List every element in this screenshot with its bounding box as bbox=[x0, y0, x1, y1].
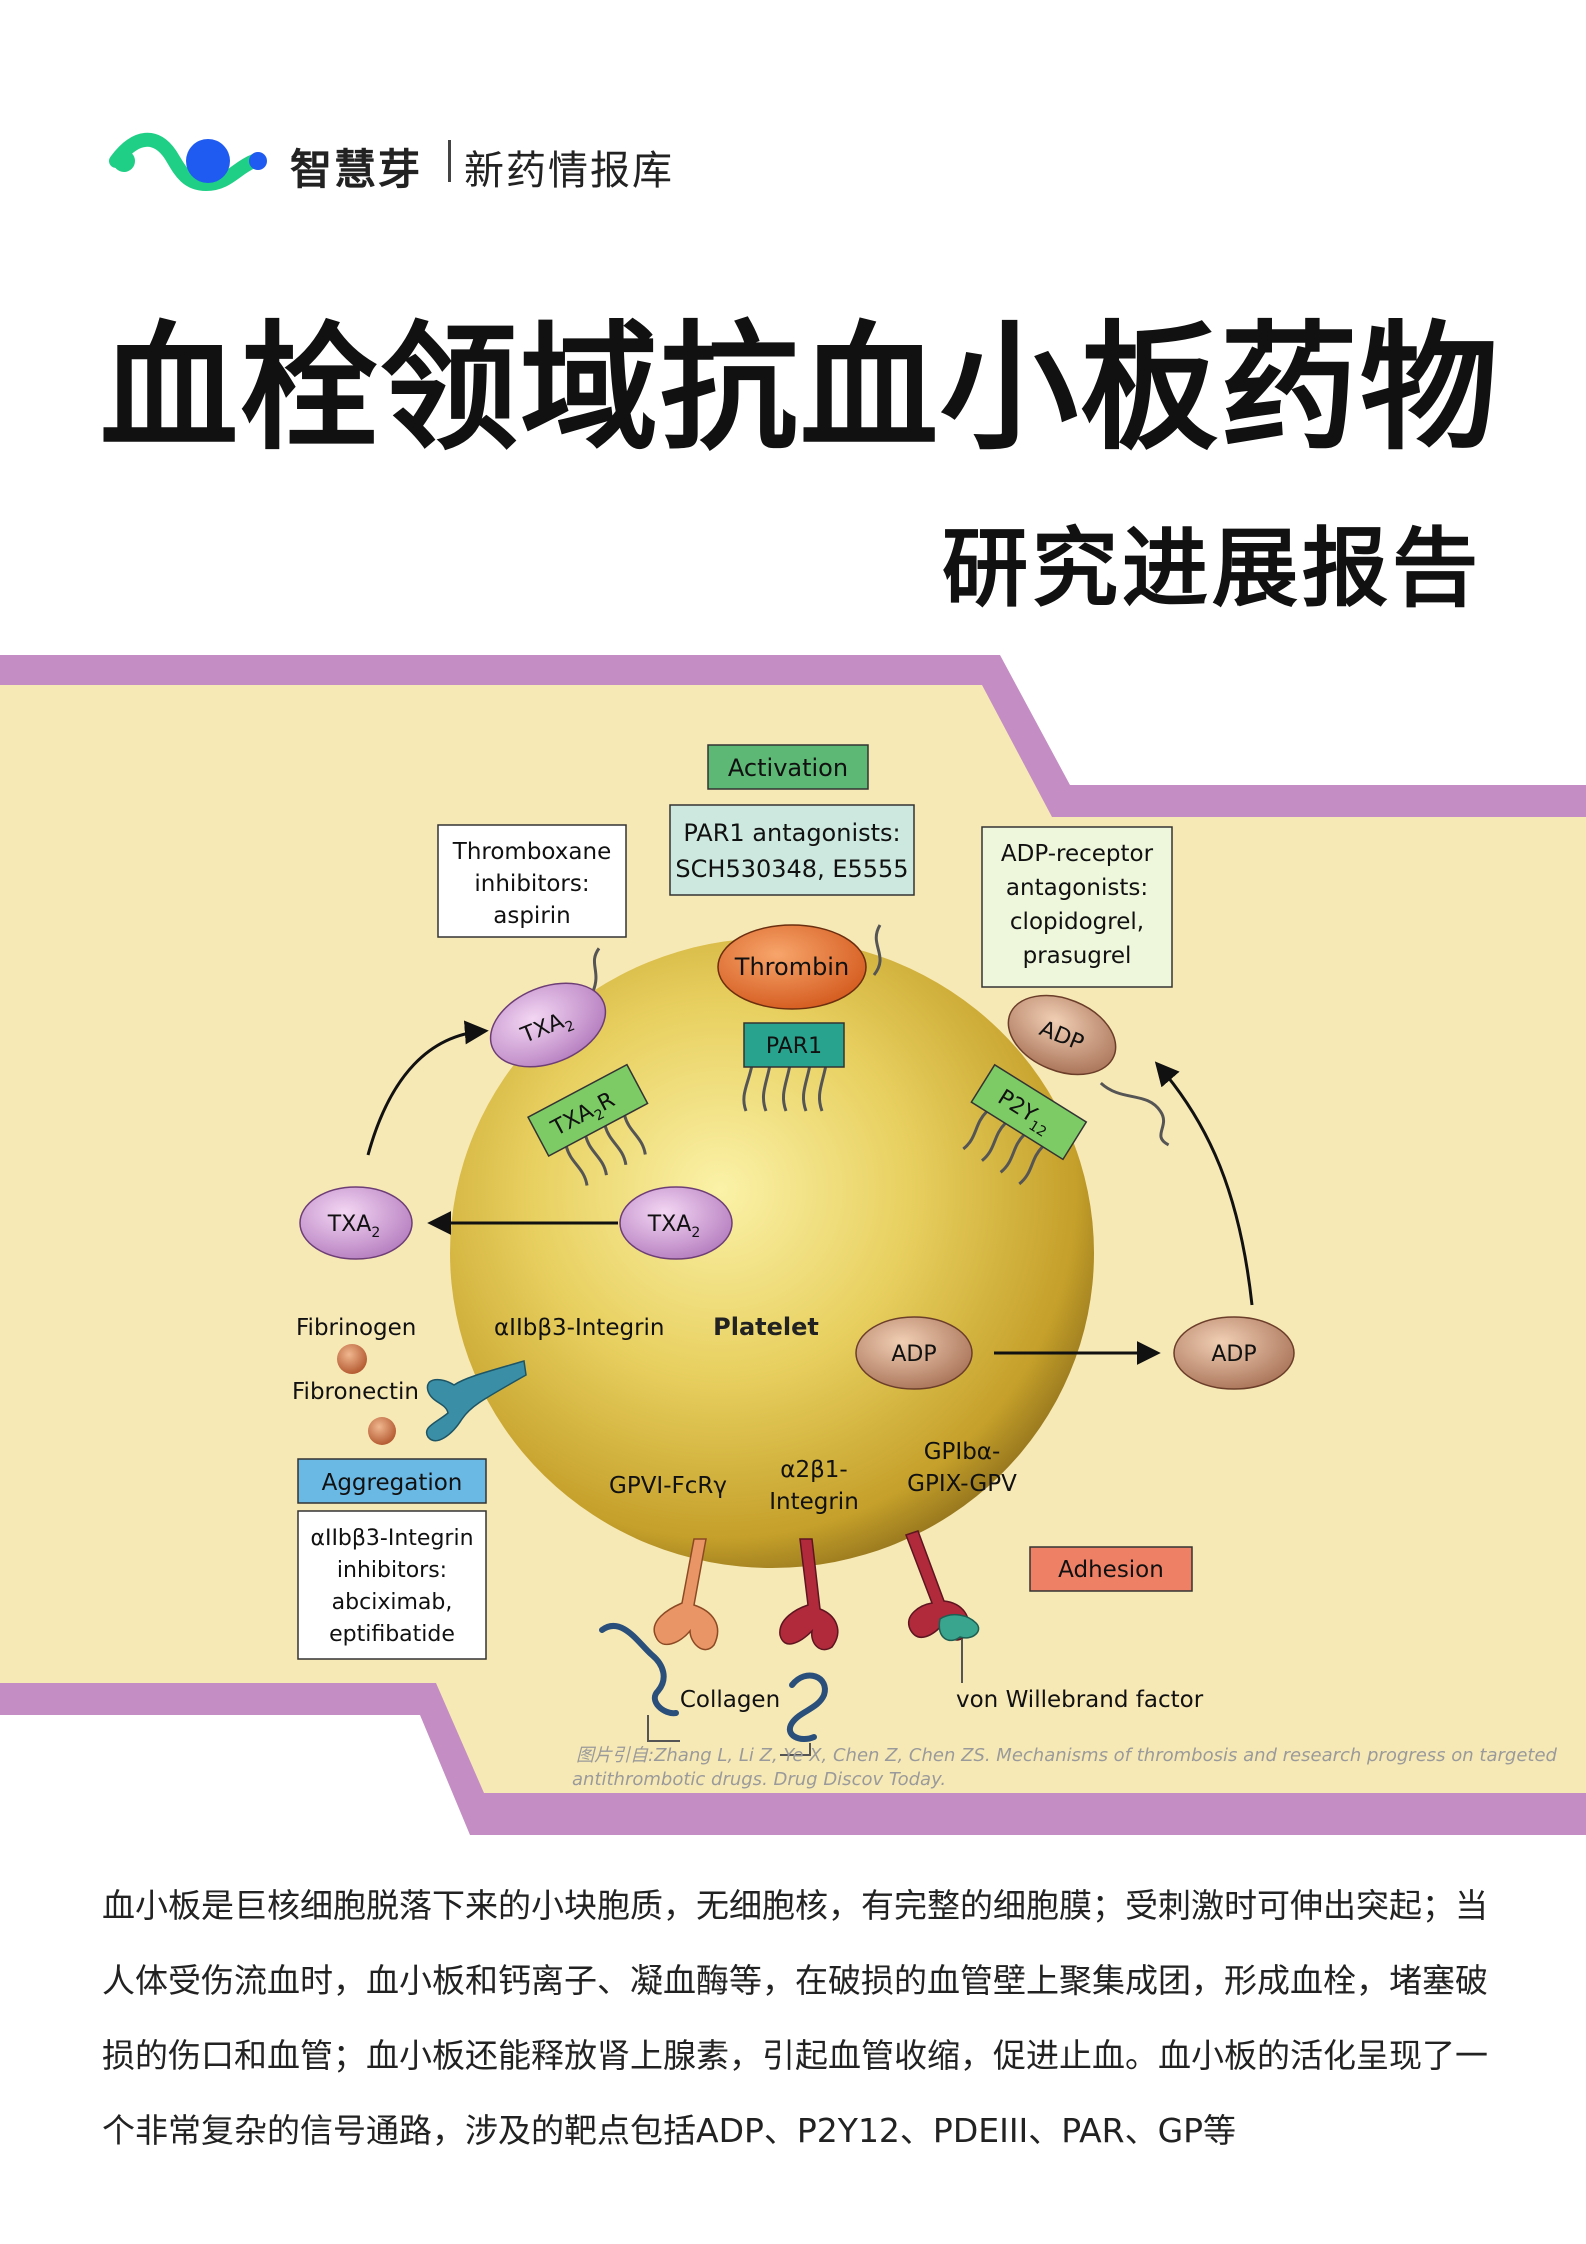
fibrinogen-label: Fibrinogen bbox=[296, 1315, 416, 1341]
txa2-inside-label: TXA2 bbox=[647, 1212, 700, 1241]
txa2-feedback-arrow bbox=[366, 1020, 489, 1156]
body-paragraph: 血小板是巨核细胞脱落下来的小块胞质，无细胞核，有完整的细胞膜；受刺激时可伸出突起… bbox=[102, 1886, 1488, 2150]
alpha-iib-integrin-receptor bbox=[425, 1360, 527, 1442]
adp-receptor-line3: clopidogrel, bbox=[1010, 909, 1144, 935]
par1-antagonists-line1: PAR1 antagonists: bbox=[683, 819, 900, 847]
txa2r-receptor-group: TXA2R bbox=[527, 1063, 649, 1186]
a2b1-integrin-receptor bbox=[779, 1538, 839, 1651]
activation-label: Activation bbox=[728, 754, 848, 782]
a2b1-integrin-line2: Integrin bbox=[769, 1489, 859, 1515]
gpib-line2: GPIX-GPV bbox=[907, 1471, 1017, 1497]
thromboxane-inhibitors-box bbox=[437, 824, 627, 938]
fibronectin-ball bbox=[368, 1417, 396, 1445]
report-title: 血栓领域抗血小板药物 bbox=[100, 308, 1501, 469]
figure-caption-line2: antithrombotic drugs. Drug Discov Today. bbox=[572, 1769, 946, 1790]
p2y12-receptor-group: P2Y12 bbox=[962, 1063, 1088, 1186]
thromboxane-line1: Thromboxane bbox=[452, 839, 611, 865]
aggregation-line1: αIIbβ3-Integrin bbox=[310, 1526, 473, 1551]
par1-antagonists-line2: SCH530348, E5555 bbox=[675, 855, 908, 883]
figure-caption-line1: 图片引自:Zhang L, Li Z, Ye X, Chen Z, Chen Z… bbox=[576, 1745, 1558, 1766]
par1-receptor-label: PAR1 bbox=[766, 1034, 822, 1059]
aggregation-label-box bbox=[297, 1458, 487, 1504]
brand-logo bbox=[108, 126, 278, 196]
fibronectin-label: Fibronectin bbox=[292, 1379, 419, 1405]
activation-box bbox=[707, 744, 869, 790]
par1-antagonists-box bbox=[669, 804, 915, 896]
adp-receptor-antagonists-box bbox=[981, 826, 1173, 988]
fibrinogen-ball bbox=[337, 1344, 367, 1374]
aggregation-line4: eptifibatide bbox=[329, 1622, 455, 1647]
report-subtitle: 研究进展报告 bbox=[942, 519, 1482, 619]
aggregation-inhibitors-box bbox=[297, 1510, 487, 1660]
gpvi-receptor bbox=[653, 1538, 719, 1651]
alpha-iib-integrin-label: αIIbβ3-Integrin bbox=[494, 1315, 665, 1341]
adp-released-label: ADP bbox=[1211, 1342, 1256, 1367]
brand-divider bbox=[448, 140, 451, 182]
adp-bound-group: ADP bbox=[1007, 994, 1170, 1147]
collagen-label: Collagen bbox=[680, 1687, 780, 1713]
adp-feedback-arrow bbox=[1154, 1061, 1254, 1306]
platelet-pathway-figure: Platelet Activation PAR1 antagonists: SC… bbox=[0, 655, 1586, 1835]
vwf-label: von Willebrand factor bbox=[956, 1687, 1204, 1713]
a2b1-integrin-line1: α2β1- bbox=[780, 1457, 847, 1483]
vwf-molecule bbox=[938, 1613, 980, 1642]
collagen-fibers bbox=[599, 1622, 828, 1743]
aggregation-line2: inhibitors: bbox=[337, 1558, 447, 1583]
adp-receptor-line4: prasugrel bbox=[1023, 943, 1132, 969]
brand-subtitle: 新药情报库 bbox=[464, 148, 674, 194]
thromboxane-line2: inhibitors: bbox=[474, 871, 589, 897]
adhesion-label-box bbox=[1029, 1546, 1193, 1592]
collagen-bracket bbox=[647, 1715, 811, 1756]
gpvi-label: GPVI-FcRγ bbox=[609, 1473, 727, 1499]
adp-inside bbox=[855, 1316, 973, 1390]
txa2-bound-group: TXA2 bbox=[489, 947, 607, 1068]
txa2-released-label: TXA2 bbox=[327, 1212, 380, 1241]
adhesion-label: Adhesion bbox=[1058, 1557, 1164, 1583]
txa2-released bbox=[299, 1186, 413, 1260]
adp-receptor-line2: antagonists: bbox=[1006, 875, 1148, 901]
brand-name: 智慧芽 bbox=[290, 145, 423, 194]
aggregation-label: Aggregation bbox=[322, 1470, 463, 1496]
gpib-line1: GPIbα- bbox=[924, 1439, 1001, 1465]
aggregation-line3: abciximab, bbox=[332, 1590, 453, 1615]
platelet-label: Platelet bbox=[713, 1313, 819, 1341]
thrombin-molecule bbox=[717, 924, 867, 1010]
adp-inside-label: ADP bbox=[891, 1342, 936, 1367]
thromboxane-line3: aspirin bbox=[493, 903, 571, 929]
thrombin-label: Thrombin bbox=[734, 953, 849, 981]
par1-receptor-legs bbox=[742, 924, 882, 1112]
adp-released bbox=[1173, 1316, 1295, 1390]
adp-receptor-line1: ADP-receptor bbox=[1001, 841, 1154, 867]
par1-receptor bbox=[743, 1022, 845, 1068]
txa2-inside bbox=[619, 1186, 733, 1260]
